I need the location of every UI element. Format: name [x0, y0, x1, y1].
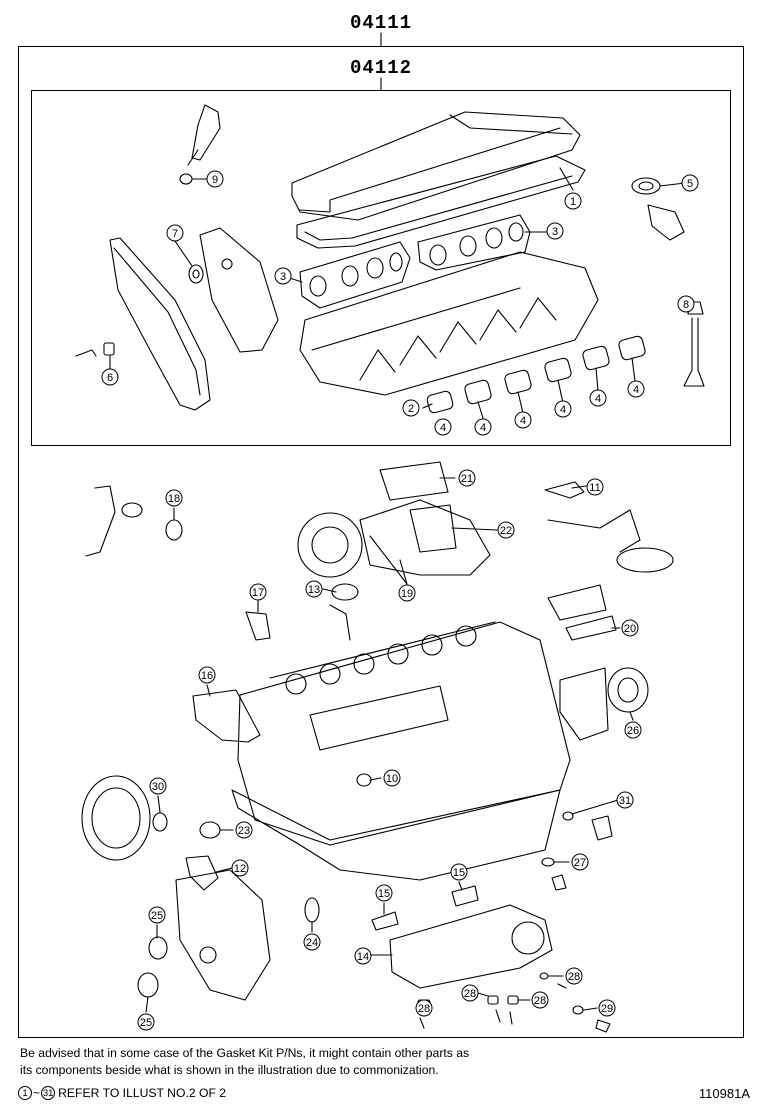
refer-to-illustration-note: 1 ~ 31 REFER TO ILLUST NO.2 OF 2 [18, 1086, 226, 1100]
crankshaft-pulley-and-seals [81, 775, 320, 998]
cylinder-block [237, 621, 571, 846]
oil-filler-gasket [631, 177, 685, 241]
water-pump-and-oil-pump [175, 583, 359, 1001]
kit-number-04112: 04112 [350, 57, 413, 79]
misc-small-parts [121, 502, 613, 1033]
ref-range-tilde: ~ [33, 1086, 41, 1100]
illustration-code: 110981A [698, 1086, 750, 1101]
intake-gaskets [299, 214, 531, 309]
ref-range-text: REFER TO ILLUST NO.2 OF 2 [58, 1086, 227, 1100]
valve [683, 301, 705, 387]
oil-pipes [85, 481, 674, 641]
oil-pan [231, 789, 561, 881]
kit-number-04111: 04111 [350, 12, 413, 34]
ref-range-end-callout: 31 [41, 1086, 56, 1100]
commonization-note-line1: Be advised that in some case of the Gask… [20, 1046, 470, 1060]
turbocharger [297, 461, 491, 578]
ref-range-start-callout: 1 [18, 1086, 32, 1100]
timing-belt-cover [109, 227, 279, 411]
injector [179, 104, 221, 185]
small-seals [75, 264, 204, 357]
manifold-gaskets [547, 584, 649, 741]
commonization-note-line2: its components beside what is shown in t… [20, 1063, 439, 1077]
valve-cover [291, 111, 581, 221]
intake-manifold [371, 885, 553, 989]
valve-cover-gasket [296, 155, 586, 249]
exhaust-port-gaskets [426, 335, 646, 414]
cylinder-head [299, 251, 599, 396]
